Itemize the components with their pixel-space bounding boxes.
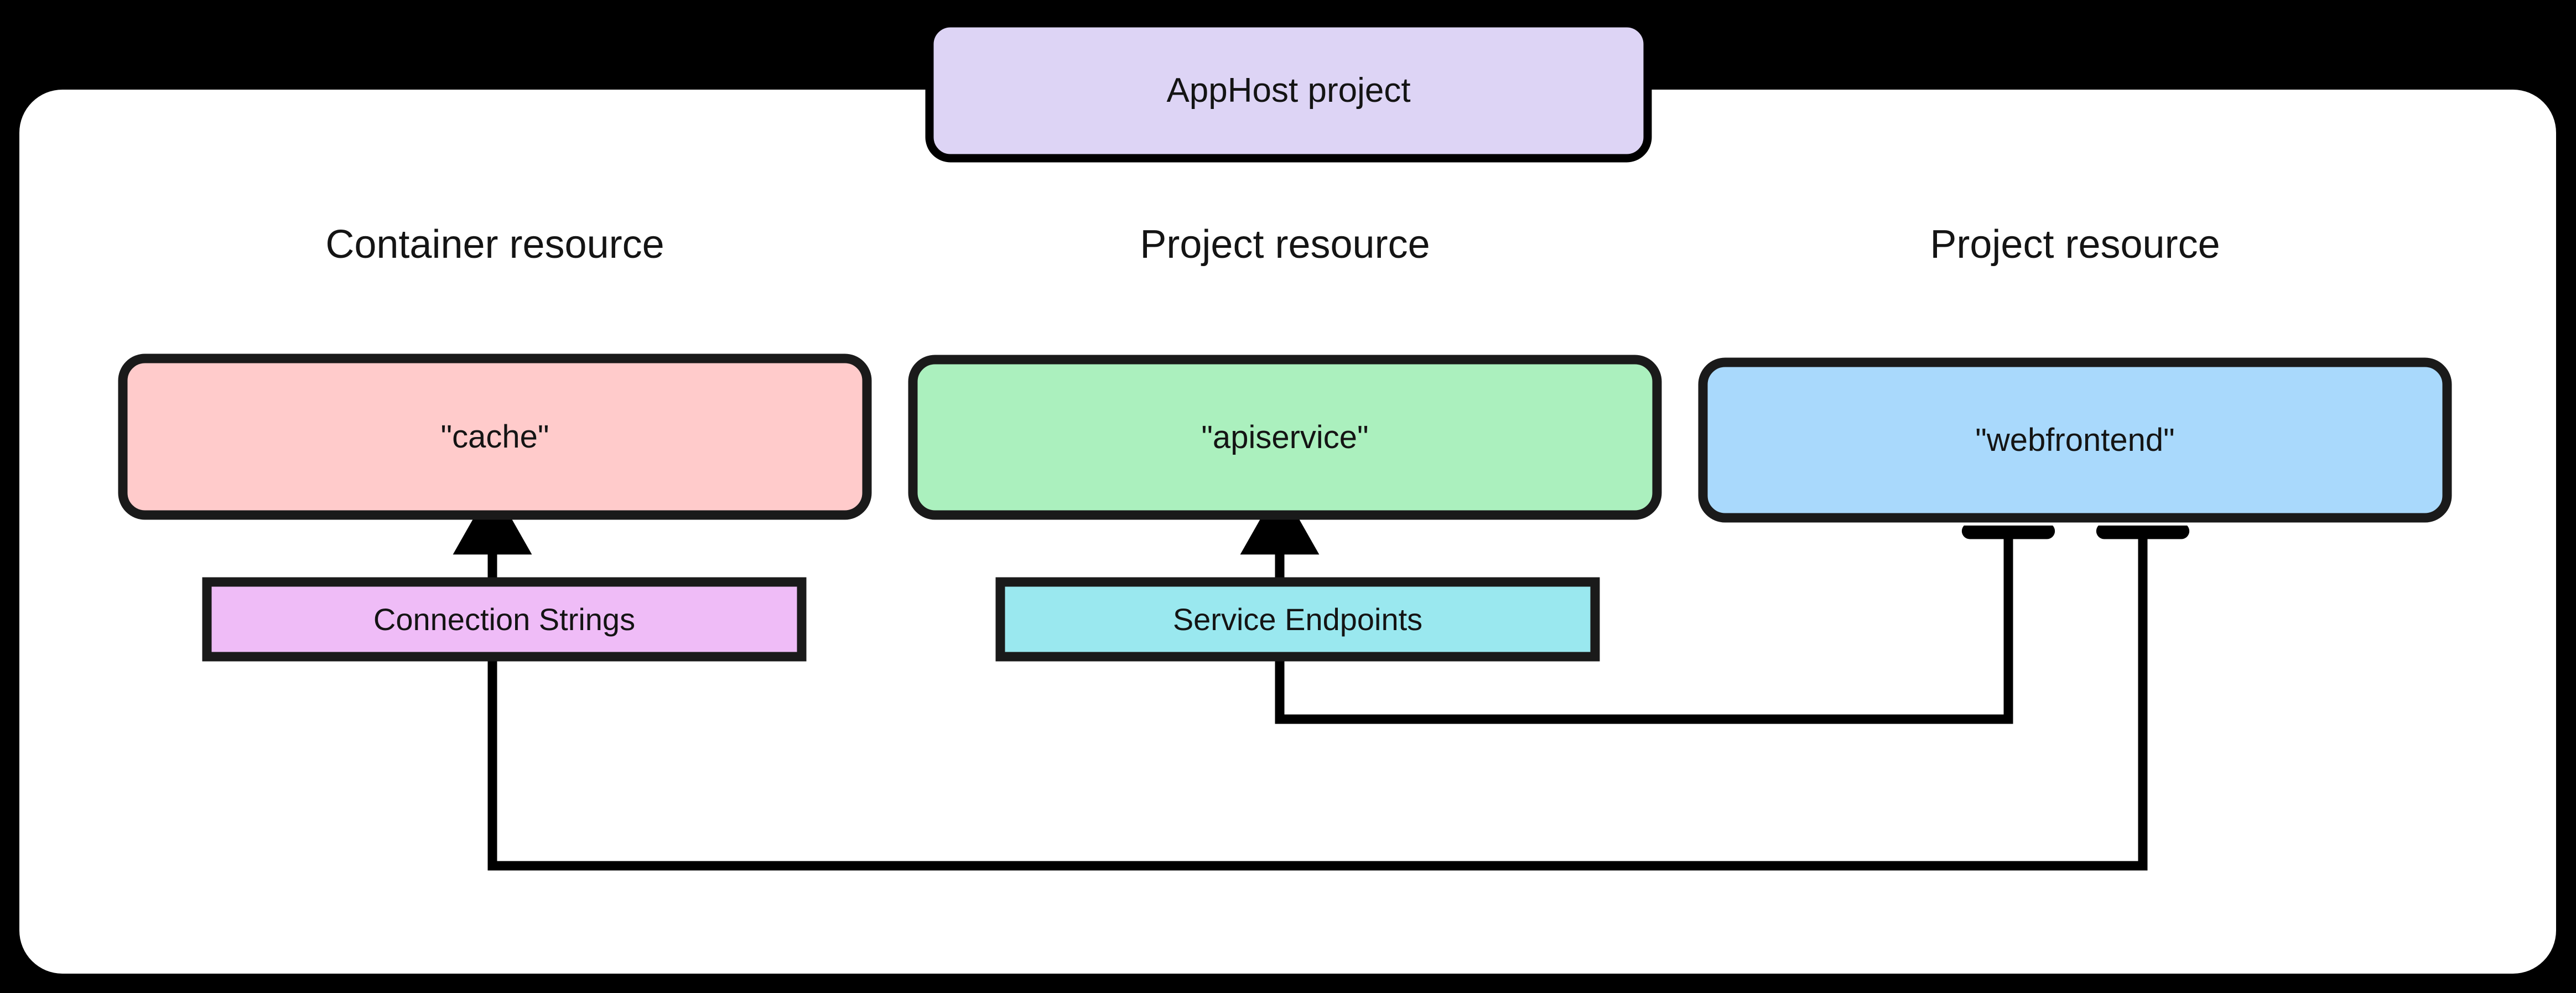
apphost-surface bbox=[19, 90, 2556, 974]
resource-box-apiservice[interactable] bbox=[908, 355, 1662, 520]
edge-webfrontend-to-cache bbox=[492, 531, 2143, 871]
resource-box-cache[interactable] bbox=[118, 353, 872, 520]
resource-box-webfrontend[interactable] bbox=[1698, 357, 2452, 523]
connector-box-service-endpoints[interactable] bbox=[995, 577, 1600, 662]
apphost-box[interactable] bbox=[925, 19, 1652, 163]
connector-box-connection-strings[interactable] bbox=[202, 577, 807, 662]
